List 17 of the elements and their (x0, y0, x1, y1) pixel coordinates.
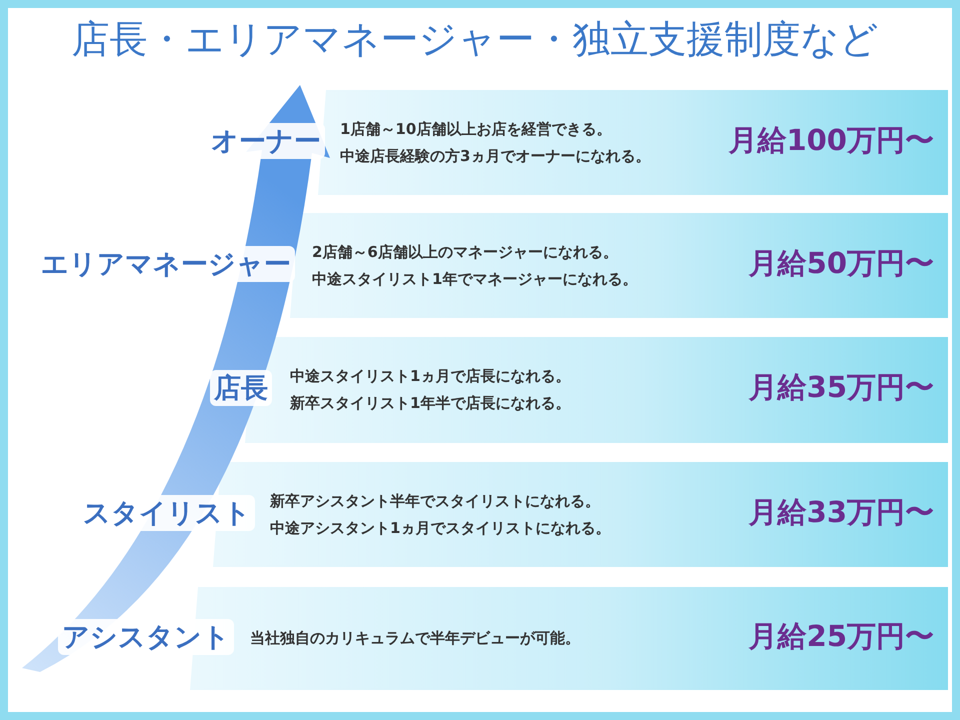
description-text: 新卒スタイリスト1年半で店長になれる。 (290, 393, 570, 414)
salary-text: 月給100万円〜 (728, 122, 934, 158)
description-text: 1店舗～10店舗以上お店を経営できる。 (340, 118, 612, 140)
description-text: 2店舗～6店舗以上のマネージャーになれる。 (312, 242, 618, 262)
title: 店長・エリアマネージャー・独立支援制度など (70, 16, 880, 63)
description-text: 新卒アシスタント半年でスタイリストになれる。 (270, 490, 600, 512)
description-text: 中途スタイリスト1ヵ月で店長になれる。 (290, 366, 570, 387)
description-text: 当社独自のカリキュラムで半年デビューが可能。 (250, 628, 580, 649)
salary-text: 月給35万円〜 (748, 369, 934, 406)
rank-label: アシスタント (58, 618, 234, 654)
salary-text: 月給33万円〜 (748, 494, 934, 530)
salary-text: 月給25万円〜 (748, 618, 934, 654)
salary-text: 月給50万円〜 (748, 244, 934, 282)
description-text: 中途スタイリスト1年でマネージャーになれる。 (312, 268, 638, 290)
description-text: 中途店長経験の方3ヵ月でオーナーになれる。 (340, 146, 650, 166)
rank-label: 店長 (210, 370, 272, 406)
description-text: 中途アシスタント1ヵ月でスタイリストになれる。 (270, 518, 610, 538)
